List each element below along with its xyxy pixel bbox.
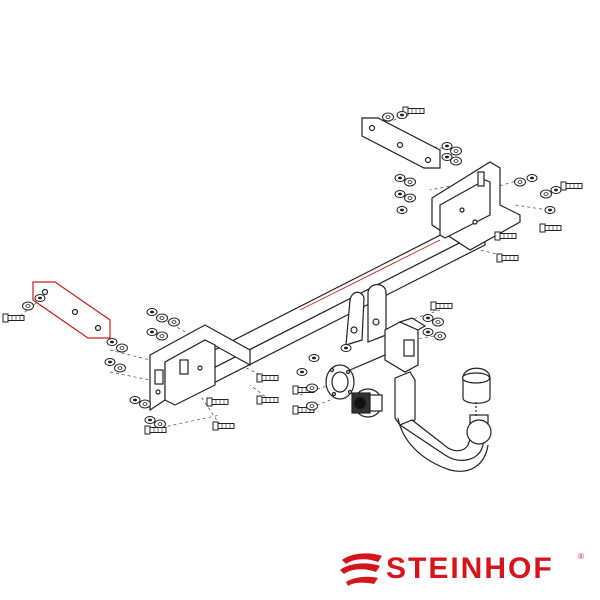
washer — [404, 193, 416, 203]
nut — [550, 186, 562, 194]
brand-swoosh-icon — [340, 553, 382, 586]
washer — [306, 401, 318, 411]
washer — [434, 331, 446, 341]
bolt — [560, 181, 583, 191]
washer — [22, 301, 34, 311]
washer — [156, 331, 168, 341]
brand-name: STEINHOF — [386, 552, 554, 585]
nut — [544, 206, 556, 214]
washer — [450, 156, 462, 166]
fasteners — [2, 106, 583, 435]
nut — [394, 174, 406, 182]
washer — [116, 343, 128, 353]
bolt — [206, 397, 229, 407]
bolt — [494, 231, 517, 241]
nut — [296, 368, 308, 376]
washer — [306, 383, 318, 393]
nut — [106, 338, 118, 346]
nut — [441, 142, 453, 150]
nut — [394, 190, 406, 198]
nut — [340, 344, 352, 352]
bolt — [144, 425, 167, 435]
nut — [396, 111, 408, 119]
brand-logo: STEINHOF ® — [338, 548, 596, 592]
nut — [526, 174, 538, 182]
left-mounting-plate — [32, 281, 111, 339]
left-side-bracket — [149, 324, 251, 412]
right-mounting-plate — [361, 117, 441, 169]
bolt — [212, 421, 235, 431]
washer — [404, 177, 416, 187]
nut — [129, 396, 141, 404]
washer — [168, 317, 180, 327]
bolt — [430, 301, 453, 311]
washer — [432, 317, 444, 327]
center-hook-brackets — [345, 283, 387, 346]
washer — [114, 363, 126, 373]
socket-plate — [325, 354, 386, 400]
washer — [156, 313, 168, 323]
nut — [422, 314, 434, 322]
washer — [139, 399, 151, 409]
nut — [104, 358, 116, 366]
nut — [422, 328, 434, 336]
bolt — [496, 253, 519, 263]
nut — [144, 416, 156, 424]
washer — [540, 189, 552, 199]
bolt — [256, 373, 279, 383]
right-side-bracket — [431, 161, 521, 251]
tow-ball-cap — [461, 367, 491, 418]
tow-ball-arm — [394, 371, 492, 472]
washer — [382, 112, 394, 122]
nut — [308, 354, 320, 362]
electrical-socket — [351, 388, 383, 418]
registered-mark: ® — [578, 552, 584, 561]
bolt — [256, 395, 279, 405]
nut — [146, 328, 158, 336]
bolt — [539, 223, 562, 233]
bolt — [2, 313, 25, 323]
washer — [514, 177, 526, 187]
nut — [396, 206, 408, 214]
nut — [146, 308, 158, 316]
ball-mount-housing — [384, 317, 427, 373]
washer — [450, 146, 462, 156]
nut — [34, 294, 46, 302]
washer — [154, 419, 166, 429]
